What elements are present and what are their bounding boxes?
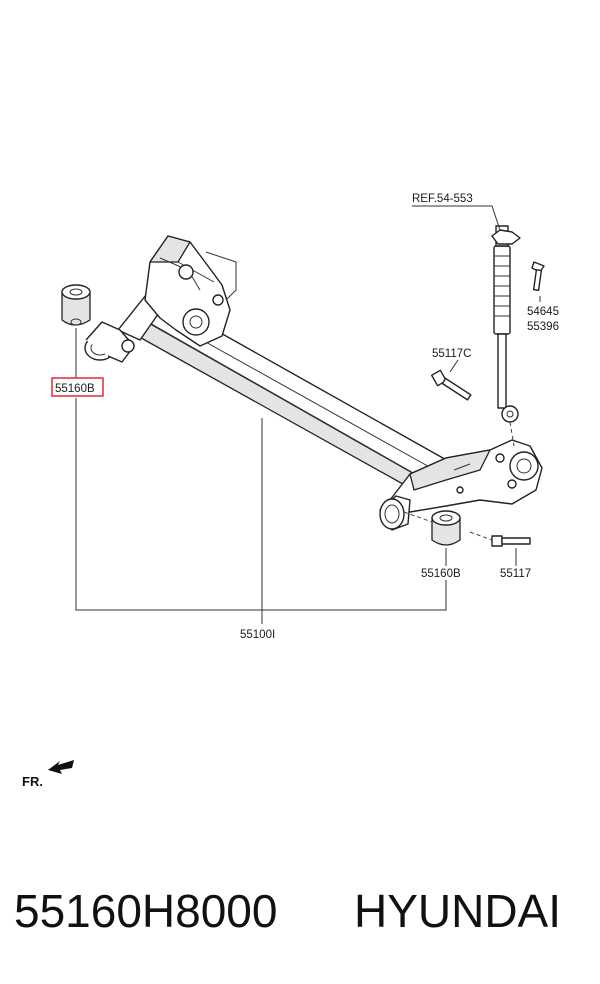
part-number: 55160H8000 <box>14 885 278 937</box>
front-indicator: FR. <box>22 760 74 789</box>
highlight-box <box>51 377 104 397</box>
caption: 55160H8000 HYUNDAI <box>0 876 600 946</box>
bushing-right[interactable] <box>431 510 461 546</box>
label-55396: 55396 <box>527 321 559 333</box>
label-ref: REF.54-553 <box>412 193 473 205</box>
label-55117c: 55117C <box>432 348 471 360</box>
label-55160b-left[interactable]: 55160B <box>55 383 95 395</box>
bolt-top[interactable] <box>531 261 545 292</box>
bolt-right[interactable] <box>491 535 531 547</box>
torsion-beam-axle <box>84 235 543 531</box>
bolt-mid[interactable] <box>430 369 472 401</box>
label-55100i: 55100I <box>240 629 275 641</box>
parts-diagram: REF.54-553 54645 55396 55117C 55160B 551… <box>22 193 559 789</box>
label-55117: 55117 <box>500 568 531 580</box>
shock-absorber[interactable] <box>491 225 521 447</box>
leader-lines <box>75 205 541 624</box>
front-arrow-icon <box>48 760 74 774</box>
brand-name: HYUNDAI <box>354 885 562 937</box>
label-55160b-right[interactable]: 55160B <box>421 568 461 580</box>
bushing-left[interactable] <box>61 284 91 326</box>
label-54645: 54645 <box>527 306 559 318</box>
label-fr: FR. <box>22 774 43 789</box>
